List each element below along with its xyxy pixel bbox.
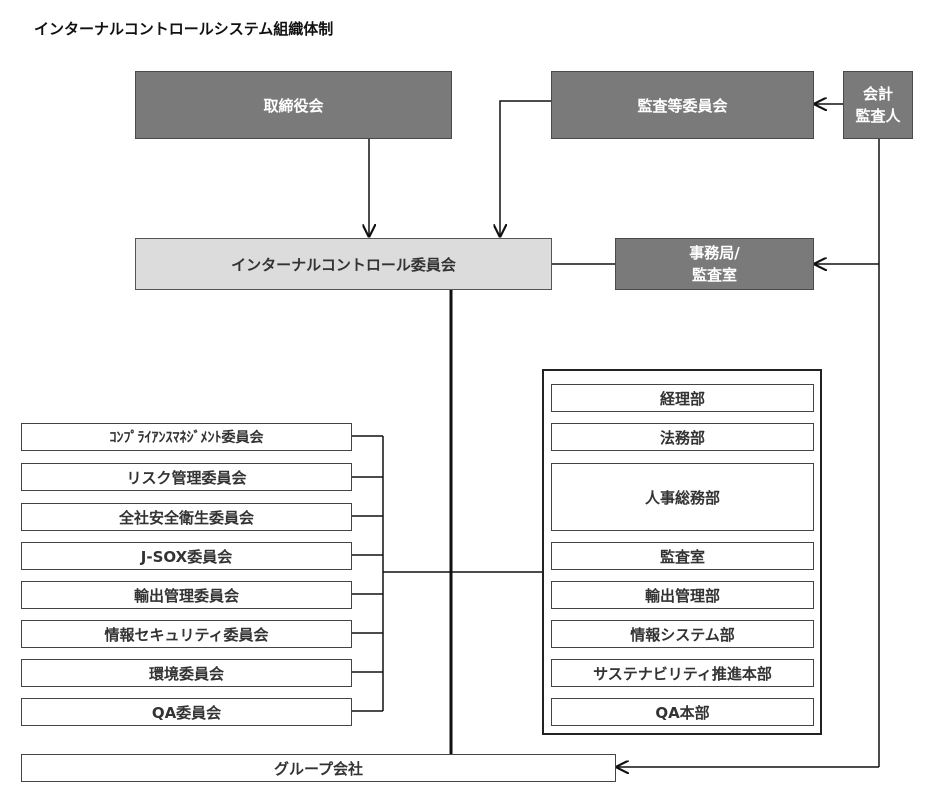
audit-committee-box: 監査等委員会 — [551, 71, 814, 139]
department-box: 人事総務部 — [551, 463, 814, 531]
committee-box: J-SOX委員会 — [21, 542, 352, 570]
department-box: サステナビリティ推進本部 — [551, 659, 814, 687]
department-box: 情報システム部 — [551, 620, 814, 648]
department-box: 経理部 — [551, 384, 814, 412]
committee-box: 情報セキュリティ委員会 — [21, 620, 352, 648]
committee-box: 環境委員会 — [21, 659, 352, 687]
secretariat-line2: 監査室 — [691, 266, 737, 284]
department-box: QA本部 — [551, 698, 814, 726]
committee-box: ｺﾝﾌﾟﾗｲｱﾝｽﾏﾈｼﾞﾒﾝﾄ委員会 — [21, 423, 352, 451]
accounting-auditor-line1: 会計 — [862, 85, 893, 103]
accounting-auditor-line2: 監査人 — [855, 107, 901, 125]
accounting-auditor-box: 会計 監査人 — [843, 71, 913, 139]
secretariat-line1: 事務局/ — [689, 244, 740, 262]
committee-box: 全社安全衛生委員会 — [21, 503, 352, 531]
committee-ticks — [352, 435, 383, 712]
committee-box: リスク管理委員会 — [21, 463, 352, 491]
chart-title: インターナルコントロールシステム組織体制 — [34, 20, 334, 38]
secretariat-box: 事務局/ 監査室 — [615, 238, 814, 290]
department-box: 法務部 — [551, 423, 814, 451]
department-box: 輸出管理部 — [551, 581, 814, 609]
group-companies-box: グループ会社 — [21, 754, 616, 782]
committee-box: 輸出管理委員会 — [21, 581, 352, 609]
department-box: 監査室 — [551, 542, 814, 570]
internal-control-committee-box: インターナルコントロール委員会 — [135, 238, 552, 290]
board-box: 取締役会 — [135, 71, 452, 139]
arrow-audit-to-ic — [500, 100, 551, 236]
committee-box: QA委員会 — [21, 698, 352, 726]
